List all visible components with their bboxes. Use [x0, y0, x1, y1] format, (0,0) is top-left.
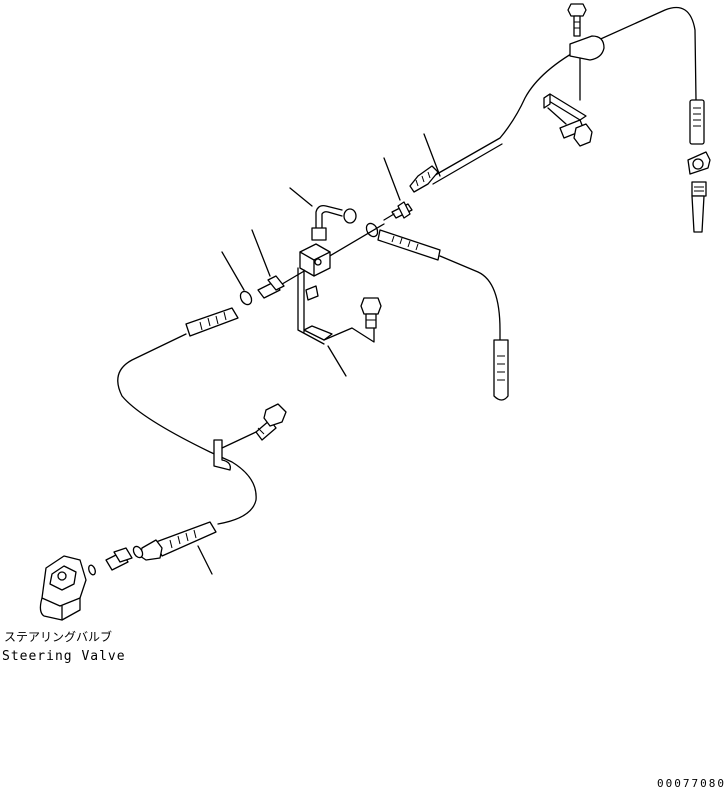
leader-valve-hose — [197, 545, 213, 575]
elbow-pipe — [311, 204, 343, 241]
right-lower-hose — [691, 195, 705, 233]
drawing-number: 00077080 — [657, 777, 726, 790]
top-bracket — [543, 93, 587, 125]
valve-o-ring — [132, 545, 144, 559]
middle-hose-sleeve — [377, 229, 441, 261]
leader-hose-end — [423, 133, 441, 177]
valve-small-ring — [88, 564, 96, 576]
lower-clamp — [213, 431, 257, 471]
o-ring-left — [239, 290, 253, 306]
bracket-bolt — [559, 119, 593, 147]
right-tee-fitting — [687, 151, 711, 197]
valve-nut — [139, 539, 163, 561]
lower-hose-sleeve — [185, 307, 239, 337]
washer-elbow — [343, 208, 357, 224]
leader-elbow — [289, 187, 313, 207]
valve-elbow — [105, 547, 133, 571]
leader-adapter-right — [383, 157, 401, 201]
o-ring-right — [365, 222, 379, 238]
right-hose-sleeve — [689, 99, 705, 145]
adapter-fitting-left — [257, 275, 285, 299]
middle-bracket — [297, 243, 333, 345]
top-clamp — [569, 35, 605, 101]
middle-bracket-bolt — [323, 297, 382, 343]
leader-o-ring-left — [221, 251, 245, 291]
steering-valve — [39, 555, 87, 621]
hose-end-sleeve — [409, 165, 439, 193]
valve-hose-sleeve — [155, 521, 217, 557]
branch-hose-sleeve — [493, 339, 509, 401]
lower-clamp-bolt — [255, 403, 287, 441]
adapter-fitting-right — [383, 201, 413, 221]
leader-bracket — [327, 345, 347, 377]
top-clamp-bolt — [567, 3, 587, 37]
steering-valve-label-jp: ステアリングバルブ — [4, 630, 113, 644]
branch-hose — [439, 255, 501, 341]
steering-valve-label-en: Steering Valve — [2, 649, 126, 664]
upper-hose — [429, 6, 697, 185]
leader-adapter-left — [251, 229, 271, 277]
lower-hose — [117, 333, 257, 525]
